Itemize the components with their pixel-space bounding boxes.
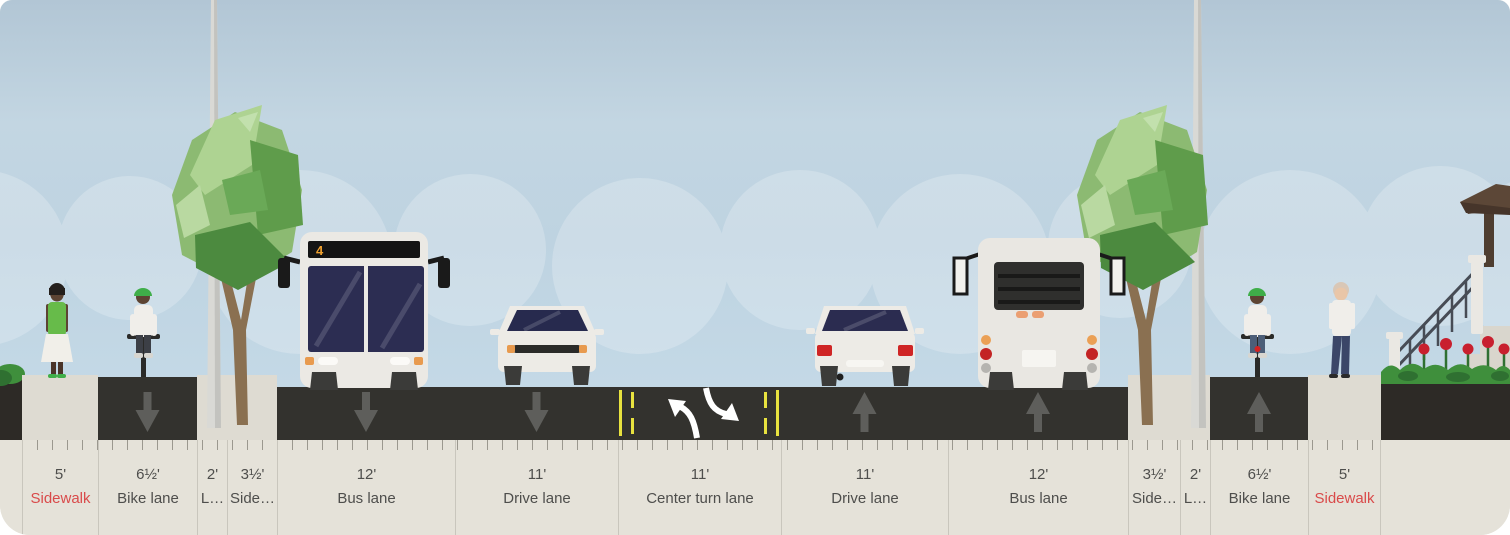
lane-direction-arrow-up xyxy=(1026,392,1050,432)
street-scene-art: 4 xyxy=(0,0,1510,440)
roadway xyxy=(277,387,1128,440)
segment-cell[interactable]: 6½' Bike lane xyxy=(98,440,197,535)
turn-arrows-icon xyxy=(668,387,739,439)
segment-width-label: 11' xyxy=(527,466,547,483)
segment-cell[interactable]: 12' Bus lane xyxy=(277,440,455,535)
segment-width-label: 2' xyxy=(1189,466,1202,483)
segment-name-label: Side… xyxy=(229,490,276,507)
segment-name-label: L… xyxy=(200,490,225,507)
tree-icon xyxy=(172,105,303,425)
segment-name-label: Center turn lane xyxy=(646,490,754,507)
segment-width-label: 11' xyxy=(855,466,875,483)
segment-width-label: 3½' xyxy=(1142,466,1167,483)
street-scene: 4 xyxy=(0,0,1510,440)
ruler-ticks xyxy=(22,440,1381,450)
lane-direction-arrow-up xyxy=(1247,392,1271,432)
bus-front-icon: 4 xyxy=(278,232,450,390)
bus-route-number: 4 xyxy=(316,243,324,258)
cyclist-icon xyxy=(127,288,160,377)
segment-width-label: 12' xyxy=(356,466,377,483)
segment-cell[interactable]: 3½' Side… xyxy=(227,440,277,535)
segment-name-label: Drive lane xyxy=(503,490,571,507)
segment-name-label: L… xyxy=(1183,490,1208,507)
pedestrian-icon xyxy=(41,283,73,378)
bus-rear-icon xyxy=(952,238,1126,390)
segment-name-label: Drive lane xyxy=(831,490,899,507)
segment-cell[interactable]: 5' Sidewalk xyxy=(22,440,98,535)
left-planter xyxy=(0,377,22,440)
segment-width-label: 3½' xyxy=(240,466,265,483)
segment-name-label: Bus lane xyxy=(337,490,396,507)
segment-name-label: Bike lane xyxy=(117,490,179,507)
segment-width-label: 11' xyxy=(690,466,710,483)
segment-cell[interactable]: 3½' Side… xyxy=(1128,440,1180,535)
segment-width-label: 12' xyxy=(1028,466,1049,483)
pedestrian-icon xyxy=(1329,282,1355,378)
flowers-icon xyxy=(1381,336,1510,440)
ground-blocks xyxy=(0,364,1381,440)
lane-direction-arrow-down xyxy=(524,392,549,432)
label-strip: 5' Sidewalk 6½' Bike lane 2' L… 3½' Side… 12' Bus… xyxy=(0,440,1510,535)
car-rear-icon xyxy=(806,306,924,386)
segment-width-label: 2' xyxy=(206,466,219,483)
segment-cell[interactable]: 11' Drive lane xyxy=(781,440,948,535)
segment-name-label: Bike lane xyxy=(1228,490,1291,507)
lane-direction-arrows xyxy=(135,392,1271,432)
segment-width-label: 6½' xyxy=(136,466,160,483)
segment-cell[interactable]: 2' L… xyxy=(197,440,227,535)
segment-width-label: 5' xyxy=(1338,466,1351,483)
segment-cell[interactable]: 12' Bus lane xyxy=(948,440,1128,535)
segment-cell[interactable]: 5' Sidewalk xyxy=(1308,440,1381,535)
segment-name-label: Sidewalk xyxy=(30,490,91,507)
car-front-icon xyxy=(490,306,604,385)
segment-name-label: Side… xyxy=(1131,490,1178,507)
cyclist-icon xyxy=(1241,288,1274,377)
lane-direction-arrow-down xyxy=(135,392,160,432)
segment-width-label: 5' xyxy=(54,466,67,483)
segment-cell[interactable]: 11' Center turn lane xyxy=(618,440,781,535)
lane-direction-arrow-up xyxy=(852,392,877,432)
turn-lane-markings xyxy=(619,390,779,436)
segment-width-label: 6½' xyxy=(1247,466,1272,483)
sidewalk-left xyxy=(22,375,98,440)
segment-cell[interactable]: 11' Drive lane xyxy=(455,440,618,535)
lane-direction-arrow-down xyxy=(354,392,378,432)
segment-cell[interactable]: 6½' Bike lane xyxy=(1210,440,1308,535)
sidewalk-right xyxy=(1308,375,1381,440)
segment-name-label: Bus lane xyxy=(1009,490,1068,507)
segment-name-label: Sidewalk xyxy=(1314,490,1375,507)
segment-cell[interactable]: 2' L… xyxy=(1180,440,1210,535)
